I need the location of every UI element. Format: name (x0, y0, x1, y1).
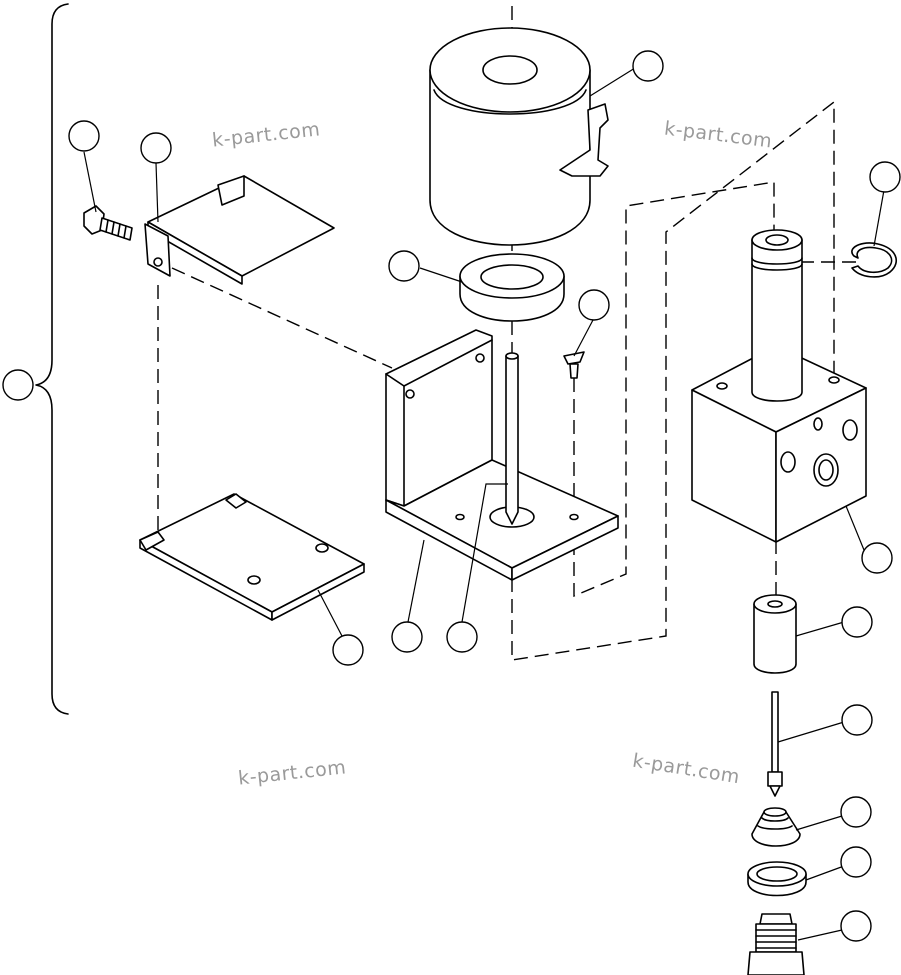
callout-bubble (861, 542, 893, 574)
threaded-fitting (747, 913, 805, 975)
callout-bubble (391, 621, 423, 653)
callout-bubble (869, 161, 901, 193)
cone-seal (751, 807, 801, 847)
leader-lines (83, 67, 885, 941)
needle-pin (767, 691, 783, 797)
l-mounting-bracket (385, 329, 619, 581)
callout-bubble (332, 634, 364, 666)
callout-bubble (841, 704, 873, 736)
valve-stem-tube (751, 229, 803, 402)
mounting-screw (83, 205, 133, 241)
callout-bubble (840, 910, 872, 942)
callout-bubbles (2, 50, 901, 942)
upper-cover-plate (144, 175, 335, 285)
coil-washer (459, 253, 565, 322)
seat-washer (747, 861, 807, 897)
callout-bubble (446, 621, 478, 653)
callout-bubble (841, 606, 873, 638)
solenoid-coil (429, 27, 609, 246)
callout-bubble (632, 50, 664, 82)
callout-bubble (140, 132, 172, 164)
valve-sleeve (753, 594, 797, 674)
callout-bubble (840, 796, 872, 828)
callout-bubble (840, 846, 872, 878)
plunger-rod (505, 352, 519, 525)
callout-bubble (68, 120, 100, 152)
snap-ring (851, 242, 898, 278)
callout-bubble (578, 289, 610, 321)
flat-head-screw (563, 351, 585, 379)
lower-cover-plate (139, 493, 365, 621)
callout-bubble (2, 369, 34, 401)
callout-bubble (388, 250, 420, 282)
assembly-brace (35, 3, 69, 715)
